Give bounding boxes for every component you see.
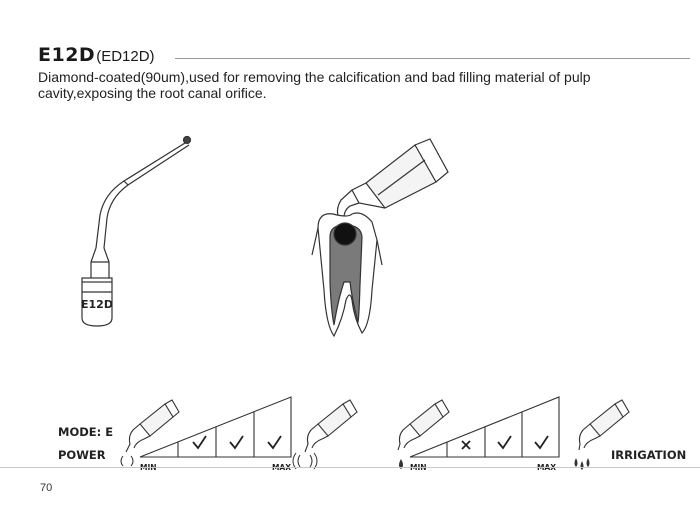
page-number: 70 [40,482,53,494]
check-icon [192,435,207,450]
model-alt-name: (ED12D) [96,48,155,65]
water-drop-icon [399,459,403,469]
handpiece-icon [336,138,449,219]
irrigation-scale [397,396,630,470]
scaler-tip-icon [81,135,192,327]
tip-label: E12D [81,298,113,311]
handpiece-min-icon [397,399,450,451]
handpiece-max-icon [578,399,630,451]
footer-divider [0,467,700,468]
power-label: POWER [58,448,106,462]
tooth-icon [311,212,383,338]
check-icon [267,435,282,450]
mode-label: MODE: E [58,425,114,439]
page-title: E12D (ED12D) [38,44,155,66]
model-name: E12D [38,44,96,66]
product-description: Diamond-coated(90um),used for removing t… [38,69,591,101]
check-icon [534,435,549,450]
irrigation-label: IRRIGATION [611,448,687,462]
vibration-low-icon [120,455,134,467]
handpiece-min-icon [125,399,180,453]
handpiece-max-icon [304,399,358,453]
cross-icon [461,440,471,450]
check-icon [497,435,512,450]
check-icon [229,435,244,450]
title-divider [175,58,690,59]
power-scale [120,396,358,470]
water-drops-icon [574,458,590,470]
